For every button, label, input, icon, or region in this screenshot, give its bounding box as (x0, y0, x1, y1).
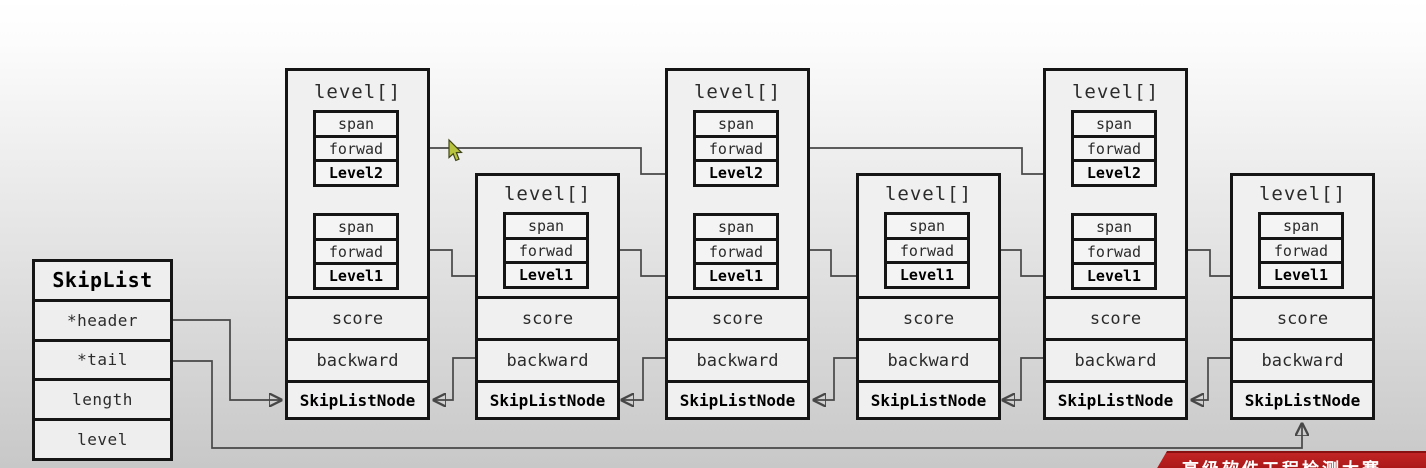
forward-cell: forwad (316, 237, 396, 263)
level-array-title: level[] (884, 183, 973, 205)
field-level: level (35, 418, 170, 458)
node-type-row: SkipListNode (1046, 380, 1185, 417)
forward-cell: forwad (316, 134, 396, 160)
node-type-row: SkipListNode (478, 380, 617, 417)
forward-cell: forwad (696, 237, 776, 263)
level2-name-cell: Level2 (696, 159, 776, 184)
level2-entry-box: span forwad Level2 (693, 110, 779, 187)
forward-cell: forwad (1261, 236, 1341, 262)
watermark-banner: 高级软件工程检测大赛 (1156, 451, 1426, 468)
score-row: score (1046, 296, 1185, 338)
node-type-row: SkipListNode (288, 380, 427, 417)
level2-name-cell: Level2 (1074, 159, 1154, 184)
watermark-banner-text: 高级软件工程检测大赛 (1182, 455, 1382, 468)
span-cell: span (337, 114, 375, 133)
skiplistnode-4-box: level[] span forwad Level1 score backwar… (856, 173, 1001, 420)
level-array-title: level[] (1071, 81, 1160, 103)
level1-name-cell: Level1 (1261, 261, 1341, 286)
arrow-level2-node3-to-node5 (779, 147, 1067, 174)
skiplistnode-6-box: level[] span forwad Level1 score backwar… (1230, 173, 1375, 420)
level1-entry-box: span forwad Level1 (693, 213, 779, 290)
field-length: length (35, 378, 170, 418)
forward-cell: forwad (1074, 237, 1154, 263)
level1-name-cell: Level1 (506, 261, 586, 286)
level-array-title: level[] (313, 81, 402, 103)
backward-row: backward (478, 338, 617, 380)
arrow-backward-node6-to-node5 (1192, 357, 1230, 400)
level1-entry-box: span forwad Level1 (1071, 213, 1157, 290)
span-cell: span (1095, 217, 1133, 236)
level-array-title: level[] (1258, 183, 1347, 205)
level2-name-cell: Level2 (316, 159, 396, 184)
level1-name-cell: Level1 (887, 261, 967, 286)
backward-row: backward (1233, 338, 1372, 380)
skiplist-struct-title: SkipList (52, 268, 153, 293)
skiplistnode-3-box: level[] span forwad Level2 span forwad L… (665, 68, 810, 420)
level1-entry-box: span forwad Level1 (503, 212, 589, 289)
score-row: score (1233, 296, 1372, 338)
score-row: score (478, 296, 617, 338)
backward-row: backward (1046, 338, 1185, 380)
span-cell: span (1095, 114, 1133, 133)
forward-cell: forwad (696, 134, 776, 160)
skiplistnode-2-box: level[] span forwad Level1 score backwar… (475, 173, 620, 420)
level1-entry-box: span forwad Level1 (1258, 212, 1344, 289)
span-cell: span (337, 217, 375, 236)
forward-cell: forwad (1074, 134, 1154, 160)
forward-cell: forwad (887, 236, 967, 262)
score-row: score (859, 296, 998, 338)
field-header: *header (35, 298, 170, 339)
node-type-row: SkipListNode (1233, 380, 1372, 417)
span-cell: span (527, 216, 565, 235)
skiplist-struct-box: SkipList *header *tail length level (32, 259, 173, 461)
field-tail: *tail (35, 338, 170, 379)
skiplistnode-1-box: level[] span forwad Level2 span forwad L… (285, 68, 430, 420)
score-row: score (668, 296, 807, 338)
backward-row: backward (859, 338, 998, 380)
span-cell: span (1282, 216, 1320, 235)
arrow-backward-node3-to-node2 (622, 357, 665, 400)
arrow-backward-node2-to-node1 (434, 357, 475, 400)
level1-name-cell: Level1 (696, 262, 776, 287)
level2-entry-box: span forwad Level2 (313, 110, 399, 187)
level1-name-cell: Level1 (1074, 262, 1154, 287)
level1-name-cell: Level1 (316, 262, 396, 287)
backward-row: backward (668, 338, 807, 380)
level2-entry-box: span forwad Level2 (1071, 110, 1157, 187)
skiplistnode-5-box: level[] span forwad Level2 span forwad L… (1043, 68, 1188, 420)
arrow-level2-node1-to-node3 (399, 147, 689, 174)
arrow-backward-node5-to-node4 (1003, 357, 1043, 400)
backward-row: backward (288, 338, 427, 380)
level-array-title: level[] (693, 81, 782, 103)
level-array-title: level[] (503, 183, 592, 205)
span-cell: span (717, 217, 755, 236)
span-cell: span (717, 114, 755, 133)
score-row: score (288, 296, 427, 338)
forward-cell: forwad (506, 236, 586, 262)
level1-entry-box: span forwad Level1 (313, 213, 399, 290)
arrow-header-to-node1 (173, 319, 281, 400)
level1-entry-box: span forwad Level1 (884, 212, 970, 289)
arrow-backward-node4-to-node3 (814, 357, 856, 400)
node-type-row: SkipListNode (668, 380, 807, 417)
node-type-row: SkipListNode (859, 380, 998, 417)
span-cell: span (908, 216, 946, 235)
